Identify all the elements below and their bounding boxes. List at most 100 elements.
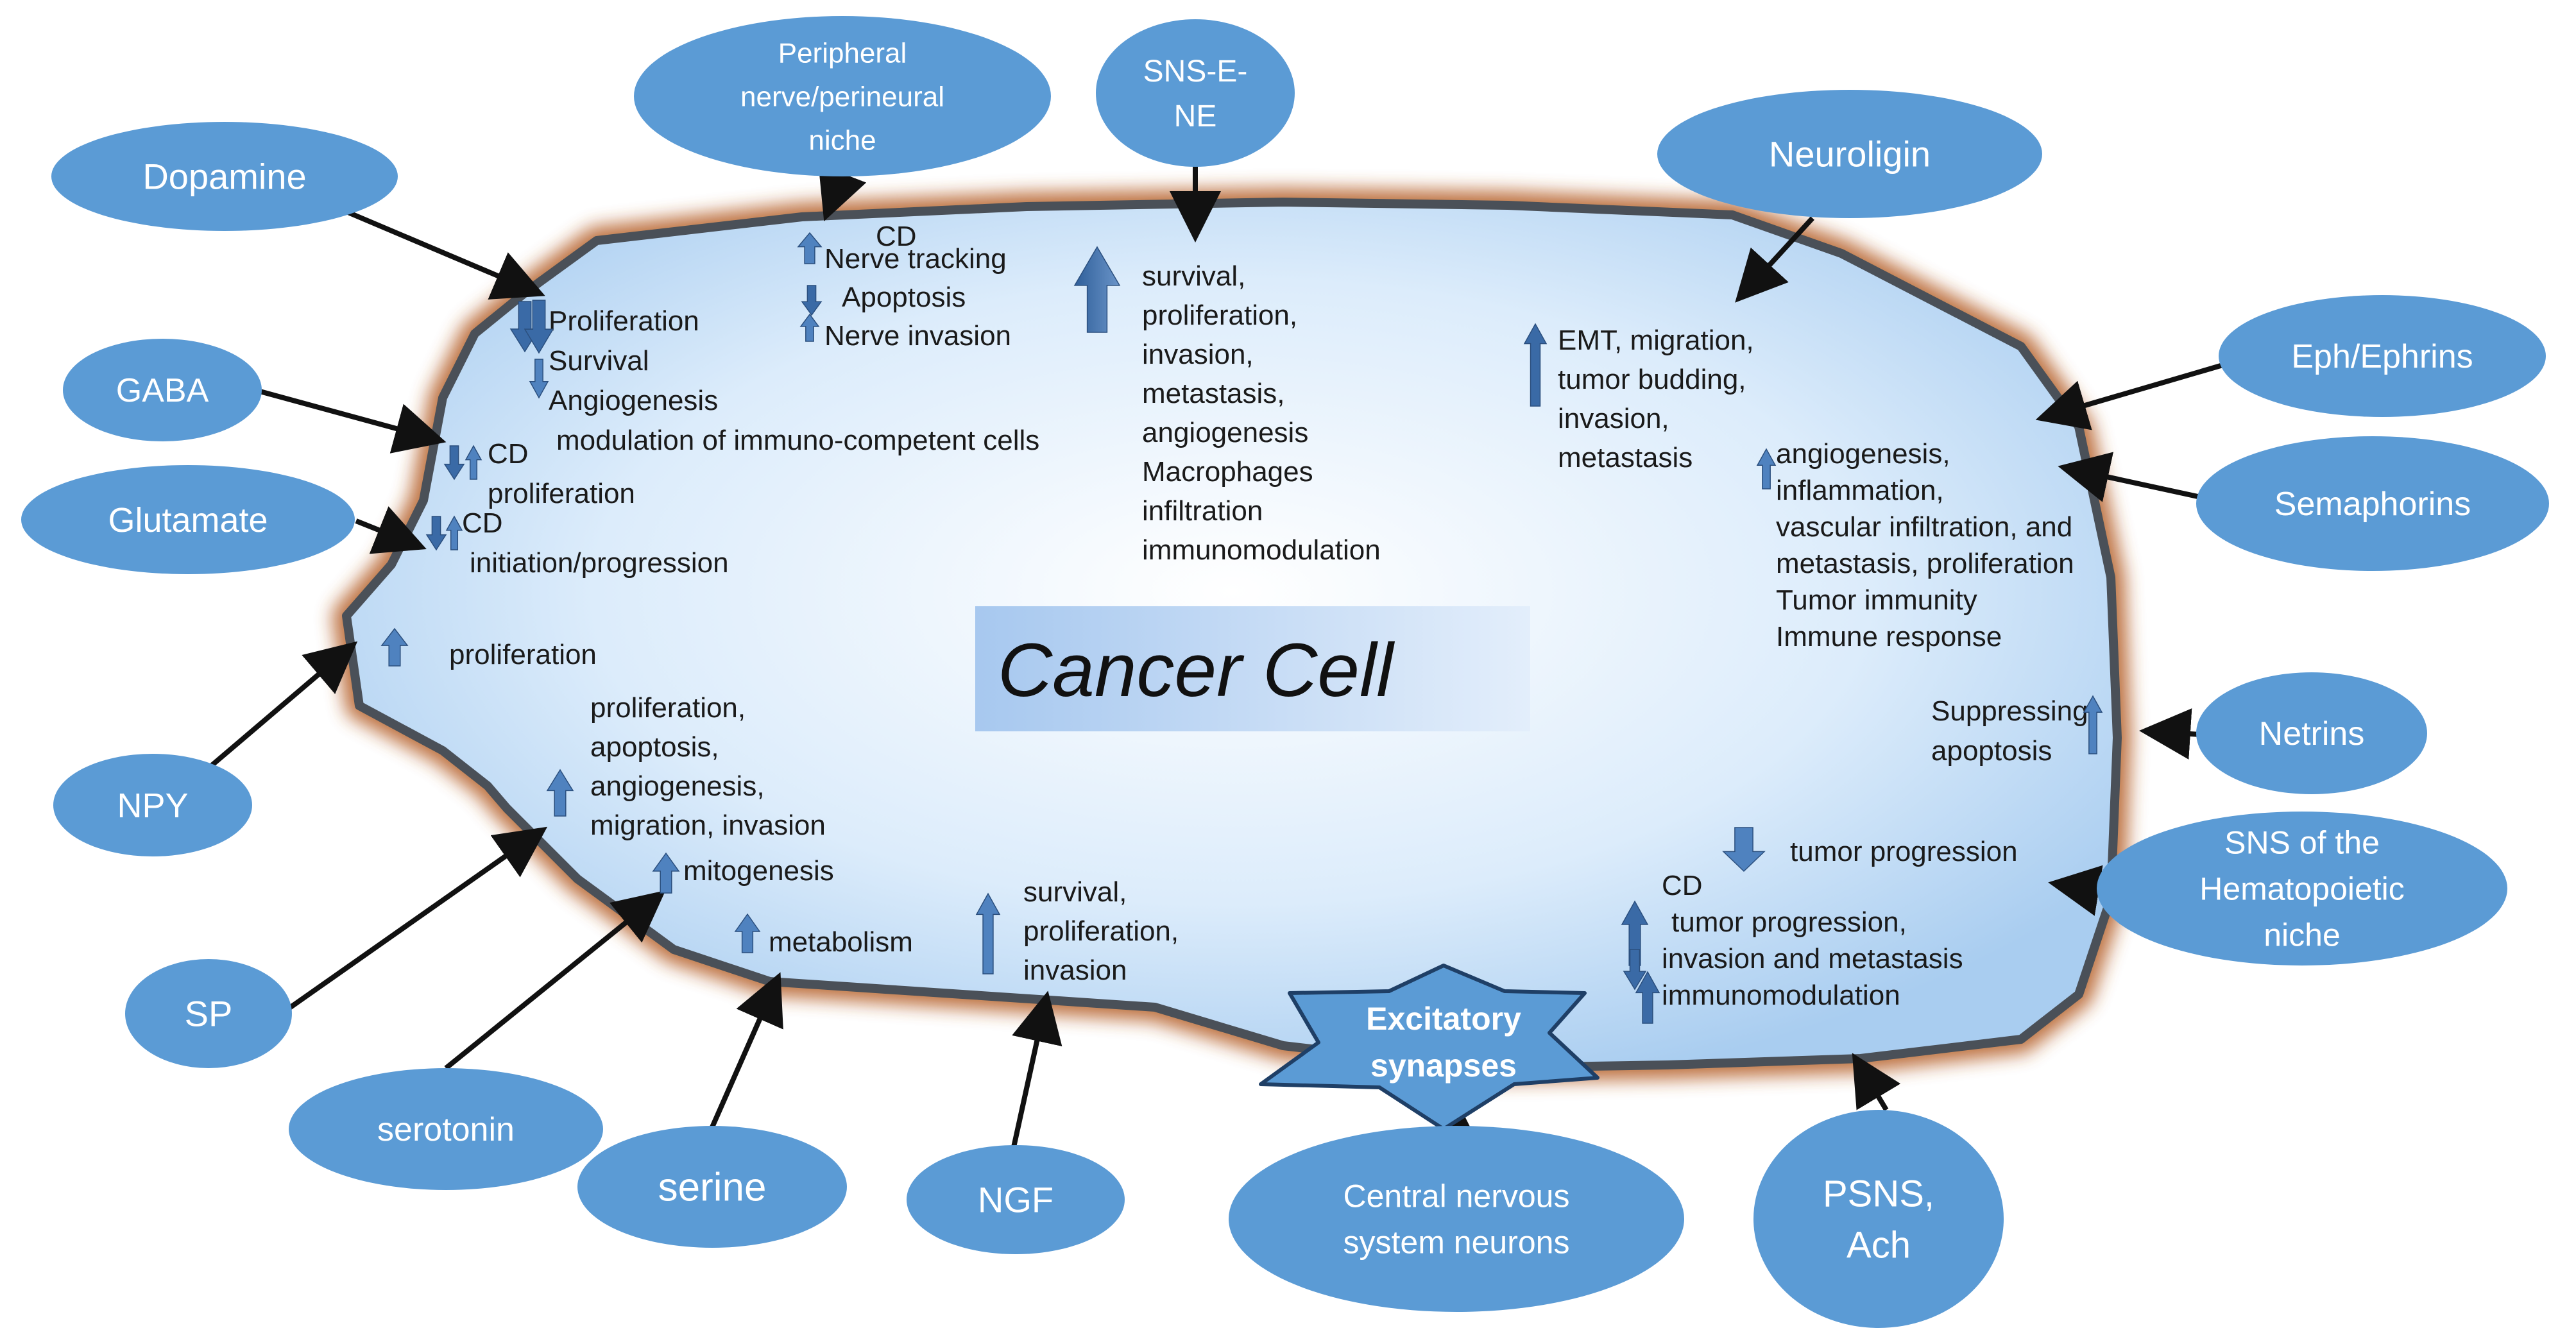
arrow-neuroligin — [1735, 216, 1814, 303]
node-psns-ach-label: Ach — [1847, 1224, 1911, 1266]
node-peripheral-nerve-label: Peripheral — [778, 37, 907, 69]
effect-indicators — [380, 232, 2103, 1024]
node-glutamate: Glutamate — [21, 465, 355, 574]
effect-npy: proliferation — [449, 639, 597, 670]
effect-sns: survival,proliferation,invasion,metastas… — [1142, 260, 1381, 566]
effect-sns-line: infiltration — [1142, 495, 1263, 527]
node-gaba: GABA — [63, 339, 262, 441]
node-gaba-ellipse — [63, 339, 262, 441]
effect-neuroligin-line: metastasis — [1558, 442, 1693, 473]
node-glutamate-label: Glutamate — [108, 501, 268, 540]
effect-psns-line: invasion and metastasis — [1662, 943, 1963, 974]
node-sns-e-ne-label: SNS-E- — [1143, 55, 1248, 89]
effect-netrins-line: Suppressing — [1931, 695, 2088, 727]
effect-serotonin: mitogenesis — [683, 855, 834, 887]
node-sns-e-ne-ellipse — [1096, 19, 1295, 167]
effect-texts: ProliferationSurvivalAngiogenesismodulat… — [449, 221, 2088, 1011]
effect-peripheral-line: Nerve invasion — [824, 320, 1011, 352]
node-eph-ephrins: Eph/Ephrins — [2219, 295, 2546, 417]
node-netrins: Netrins — [2196, 672, 2427, 794]
effect-semaphorins: angiogenesis,inflammation,vascular infil… — [1776, 438, 2074, 652]
down-arrow-sns-hemato-down — [1722, 827, 1766, 872]
node-serine-ellipse — [577, 1126, 847, 1248]
arrow-sns-hematopoietic — [2048, 865, 2103, 916]
signal-nodes: DopaminePeripheralnerve/perineuralnicheS… — [21, 16, 2549, 1328]
effect-netrins: Suppressing apoptosis — [1931, 695, 2088, 767]
node-psns-ach-label: PSNS, — [1823, 1173, 1934, 1214]
node-eph-ephrins-label: Eph/Ephrins — [2291, 338, 2473, 375]
node-serine-label: serine — [658, 1166, 767, 1210]
excitatory-label-2: synapses — [1370, 1048, 1517, 1084]
node-dopamine-label: Dopamine — [142, 157, 306, 197]
up-arrow-netrins-up — [2083, 695, 2103, 754]
title-box — [975, 606, 1530, 731]
effect-peripheral-cd-line: CD — [876, 221, 917, 252]
node-neuroligin-label: Neuroligin — [1769, 134, 1931, 174]
effect-sns-line: invasion, — [1142, 339, 1254, 370]
node-sns-hematopoietic-label: niche — [2264, 917, 2341, 953]
up-arrow-npy-up — [380, 627, 409, 667]
up-arrow-sns-up — [1073, 246, 1121, 333]
node-sns-e-ne-label: NE — [1174, 99, 1217, 133]
up-arrow-gaba-up — [465, 445, 482, 480]
up-arrow-psns-up-2 — [1635, 971, 1660, 1024]
effect-sp-line: proliferation, — [590, 692, 746, 724]
node-ngf-label: NGF — [978, 1180, 1053, 1220]
node-semaphorins-ellipse — [2196, 436, 2549, 571]
node-psns-ach-ellipse — [1753, 1110, 2004, 1328]
effect-glutamate-line: initiation/progression — [470, 547, 729, 579]
node-peripheral-nerve-ellipse — [634, 16, 1051, 176]
effect-ngf: survival,proliferation,invasion — [1023, 876, 1179, 986]
excitatory-synapses-badge: Excitatory synapses — [1259, 964, 1599, 1131]
excitatory-label-1: Excitatory — [1366, 1001, 1521, 1037]
effect-peripheral-line: Apoptosis — [842, 282, 966, 313]
node-dopamine-ellipse — [51, 122, 398, 231]
effect-sp-line: migration, invasion — [590, 810, 826, 841]
node-peripheral-nerve-label: niche — [808, 124, 876, 156]
effect-dopamine-line: Survival — [549, 345, 649, 377]
arrow-netrins — [2139, 708, 2201, 760]
effect-sns-line: Macrophages — [1142, 456, 1313, 488]
node-glutamate-ellipse — [21, 465, 355, 574]
node-sns-hematopoietic-ellipse — [2097, 812, 2507, 965]
cell-title: Cancer Cell — [998, 628, 1395, 713]
node-npy-ellipse — [53, 754, 252, 856]
node-sp: SP — [125, 959, 292, 1068]
down-arrow-dopamine-down-2 — [524, 300, 554, 354]
effect-semaphorins-line: Tumor immunity — [1776, 584, 1977, 616]
down-arrow-psns-down — [1623, 949, 1647, 991]
arrow-npy — [210, 641, 358, 768]
effect-glutamate-line: CD — [462, 507, 503, 539]
effect-dopamine-line: Angiogenesis — [549, 385, 718, 416]
effect-sns-line: immunomodulation — [1142, 534, 1381, 566]
effect-sns-line: metastasis, — [1142, 378, 1285, 409]
up-arrow-ngf-up — [975, 892, 1001, 974]
effect-psns-line: tumor progression, — [1671, 906, 1907, 938]
up-arrow-peripheral-up-2 — [799, 313, 820, 342]
node-sns-e-ne: SNS-E- NE — [1096, 19, 1295, 167]
arrow-dopamine — [345, 209, 545, 300]
up-arrow-semaphorins-up — [1756, 448, 1777, 489]
effect-semaphorins-line: inflammation, — [1776, 475, 1944, 506]
up-arrow-peripheral-up-1 — [797, 232, 823, 264]
effect-netrins-line: apoptosis — [1931, 735, 2052, 767]
effect-neuroligin-line: EMT, migration, — [1558, 325, 1754, 356]
up-arrow-serotonin-up — [652, 852, 680, 894]
effect-sns-hemato: tumor progression — [1790, 836, 2018, 867]
node-serotonin-label: serotonin — [377, 1111, 515, 1148]
arrow-ngf — [1011, 991, 1062, 1148]
effect-serine: metabolism — [769, 926, 913, 958]
node-npy: NPY — [53, 754, 252, 856]
effect-gaba-line: CD — [488, 438, 529, 470]
arrow-peripheral-nerve — [818, 164, 867, 221]
arrow-sp — [287, 826, 548, 1011]
node-npy-label: NPY — [117, 787, 188, 825]
up-arrow-neuroligin-up — [1523, 323, 1548, 407]
node-ngf-ellipse — [907, 1145, 1125, 1254]
effect-ngf-line: invasion — [1023, 955, 1127, 986]
node-semaphorins-label: Semaphorins — [2274, 486, 2471, 523]
connector-arrows — [210, 164, 2226, 1151]
